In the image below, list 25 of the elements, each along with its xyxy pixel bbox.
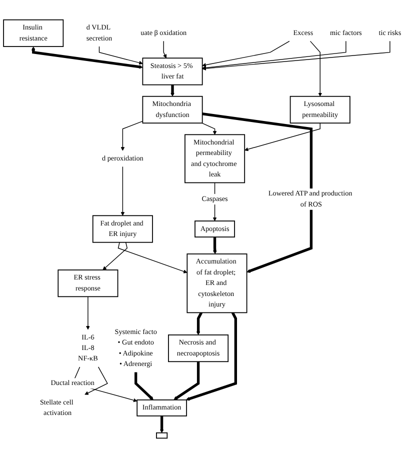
arrow	[244, 122, 320, 152]
arrow	[202, 112, 313, 273]
arrow	[170, 84, 174, 97]
arrow	[72, 366, 138, 402]
arrow	[98, 46, 143, 65]
node-box	[156, 432, 168, 439]
arrow	[202, 40, 290, 67]
arrow	[160, 416, 164, 434]
arrow	[174, 362, 200, 400]
arrow	[86, 296, 90, 330]
arrow	[202, 40, 390, 70]
arrow	[196, 312, 203, 336]
arrow	[84, 366, 108, 395]
arrow	[31, 46, 143, 69]
arrow	[118, 242, 188, 274]
arrow	[163, 40, 167, 58]
arrow	[120, 166, 125, 216]
arrow	[120, 120, 144, 151]
arrow	[134, 372, 154, 400]
arrow	[310, 40, 322, 97]
arrow	[186, 312, 237, 401]
arrow	[202, 40, 346, 70]
arrow	[102, 242, 128, 270]
arrow	[202, 122, 217, 135]
arrow	[212, 237, 217, 254]
